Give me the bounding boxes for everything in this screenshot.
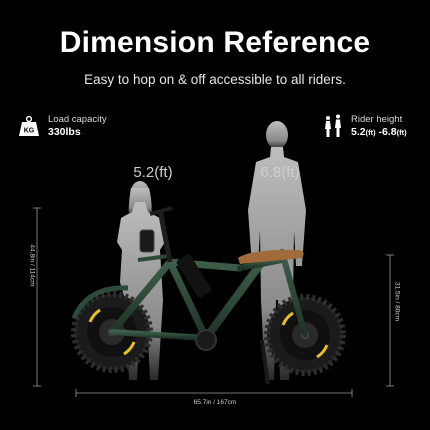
page-subtitle: Easy to hop on & off accessible to all r… — [84, 72, 346, 87]
seat-height-value: 31.5in / 80cm — [393, 281, 401, 322]
short-rider-height-label: 5.2(ft) — [133, 164, 172, 181]
rider-height-max: 6.8 — [382, 126, 397, 138]
page-title: Dimension Reference — [59, 26, 371, 59]
e-bike — [71, 206, 346, 385]
rider-figures-icon — [325, 114, 341, 137]
rider-height-min-unit: (ft) — [365, 128, 376, 137]
rear-rack — [137, 254, 169, 262]
motor — [195, 329, 217, 351]
seat — [238, 249, 304, 264]
overall-height-dimension-line — [33, 207, 41, 387]
weight-kg-icon: KG — [19, 115, 39, 136]
rider-height-spec: Rider height 5.2(ft) -6.8(ft) — [323, 113, 407, 139]
load-capacity-label: Load capacity — [48, 114, 107, 125]
rear-fender — [71, 285, 129, 320]
kickstand — [260, 339, 270, 385]
seat-height-dimension-line — [386, 254, 394, 387]
load-capacity-value: 330lbs — [48, 126, 81, 138]
tall-rider-height-label: 6.8(ft) — [260, 164, 299, 181]
rider-height-min: 5.2 — [351, 126, 366, 138]
battery — [176, 254, 212, 298]
length-value: 65.7in / 167cm — [193, 399, 237, 406]
handlebar-grip — [149, 206, 173, 216]
rider-height-value: 5.2(ft) -6.8(ft) — [351, 126, 407, 139]
weight-kg-icon-text: KG — [24, 128, 35, 135]
rider-height-max-unit: (ft) — [396, 128, 407, 137]
handlebar — [157, 209, 173, 263]
rider-height-separator: - — [375, 126, 383, 138]
load-capacity-spec: KG Load capacity 330lbs — [18, 113, 107, 139]
length-dimension-line — [75, 389, 353, 397]
rider-height-label: Rider height — [351, 114, 403, 125]
headlight — [139, 229, 155, 253]
overall-height-value: 44.8in / 114cm — [28, 244, 36, 287]
